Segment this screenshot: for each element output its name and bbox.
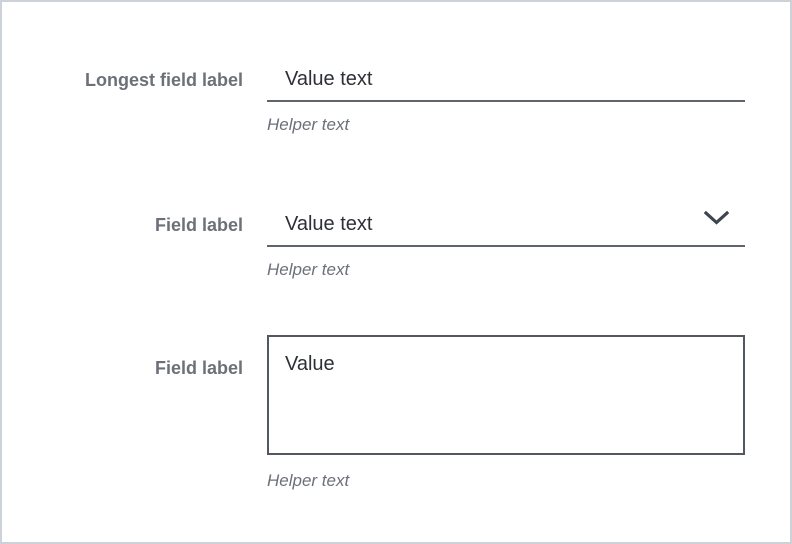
helper-text: Helper text (267, 115, 350, 134)
field-label: Field label (154, 358, 243, 378)
field-control: Value text Helper text (267, 205, 745, 280)
field-value-form: Longest field label Helper text Field la… (2, 2, 790, 491)
helper-text: Helper text (267, 260, 350, 279)
field-control: Value Helper text (267, 335, 745, 491)
text-input[interactable] (285, 66, 729, 92)
textarea-input[interactable]: Value (267, 335, 745, 455)
field-control: Helper text (267, 60, 745, 135)
select-input[interactable]: Value text (267, 205, 745, 247)
select-value: Value text (285, 213, 373, 235)
chevron-down-icon[interactable] (704, 211, 729, 225)
form-field-text: Longest field label Helper text (2, 60, 790, 135)
field-label: Longest field label (84, 70, 243, 90)
text-input-wrapper (267, 60, 745, 102)
helper-text: Helper text (267, 471, 350, 490)
field-label: Field label (154, 215, 243, 235)
form-field-select: Field label Value text Helper text (2, 205, 790, 280)
form-field-textarea: Field label Value Helper text (2, 335, 790, 491)
